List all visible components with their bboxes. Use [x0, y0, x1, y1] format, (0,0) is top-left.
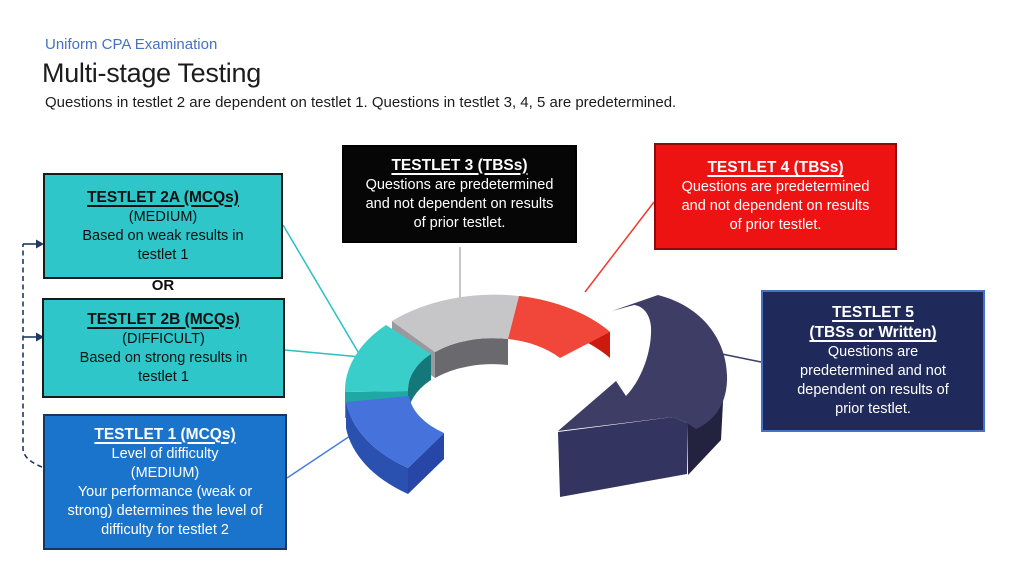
segment-testlet1-end-cap	[408, 433, 444, 494]
connector-testlet4	[584, 201, 655, 293]
testlet-2b-line: (DIFFICULT)	[122, 330, 205, 347]
testlet-2b-line: Based on strong results in	[79, 349, 248, 366]
testlet-1-line: difficulty for testlet 2	[101, 521, 229, 538]
testlet-5-title: (TBSs or Written)	[809, 324, 937, 341]
testlet-4-line: and not dependent on results	[681, 198, 870, 214]
segment-testlet4-top	[508, 296, 610, 358]
testlet-2b-title: TESTLET 2B (MCQs)	[87, 310, 240, 328]
arrow-testlet5-front-face	[558, 417, 687, 497]
testlet-3-line: and not dependent on results	[365, 195, 554, 212]
testlet-5-box: TESTLET 5 (TBSs or Written) Questions ar…	[761, 290, 985, 432]
segment-testlet2-top	[344, 325, 431, 392]
testlet-1-line: Your performance (weak or	[77, 483, 253, 500]
testlet-1-box: TESTLET 1 (MCQs) Level of difficulty (ME…	[43, 414, 287, 550]
segment-testlet2-inner-wall	[407, 354, 431, 417]
or-label: OR	[151, 277, 175, 294]
segment-testlet1-top	[346, 396, 444, 468]
testlet-5-line: dependent on results of	[797, 382, 949, 398]
testlet-4-line: of prior testlet.	[729, 217, 822, 233]
eyebrow-label: Uniform CPA Examination	[45, 36, 218, 53]
feedback-dashed-line	[22, 244, 43, 468]
testlet-3-box: TESTLET 3 (TBSs) Questions are predeterm…	[342, 145, 577, 243]
testlet-2b-box: TESTLET 2B (MCQs) (DIFFICULT) Based on s…	[42, 298, 285, 398]
segment-testlet3-inner-wall	[435, 338, 508, 378]
page-title: Multi-stage Testing	[42, 58, 261, 88]
arrow-testlet5-top-face	[558, 295, 728, 431]
testlet-5-line: predetermined and not	[800, 363, 946, 379]
segment-testlet1-outer-wall	[346, 402, 408, 494]
testlet-2a-line: Based on weak results in	[82, 227, 244, 244]
testlet-1-line: strong) determines the level of	[67, 502, 263, 519]
testlet-2a-box: TESTLET 2A (MCQs) (MEDIUM) Based on weak…	[43, 173, 283, 279]
connector-testlet2b	[284, 349, 362, 358]
testlet-2a-title: TESTLET 2A (MCQs)	[87, 188, 239, 206]
arrowhead-2b-icon	[36, 332, 44, 342]
testlet-5-line: Questions are	[827, 344, 919, 360]
arrowhead-2a-icon	[36, 239, 44, 249]
connector-testlet1	[286, 433, 354, 479]
page-subtitle: Questions in testlet 2 are dependent on …	[45, 94, 677, 111]
testlet-2a-line: testlet 1	[137, 246, 189, 263]
connector-testlet2a	[282, 224, 362, 358]
testlet-4-line: Questions are predetermined	[681, 179, 870, 195]
testlet-1-line: Level of difficulty	[111, 445, 219, 462]
testlet-1-line: (MEDIUM)	[130, 464, 200, 481]
testlet-4-box: TESTLET 4 (TBSs) Questions are predeterm…	[654, 143, 897, 250]
testlet-1-title: TESTLET 1 (MCQs)	[94, 425, 236, 443]
testlet-5-line: prior testlet.	[835, 401, 911, 417]
testlet-5-title: TESTLET 5	[832, 304, 914, 321]
testlet-3-line: of prior testlet.	[413, 214, 506, 231]
testlet-4-title: TESTLET 4 (TBSs)	[707, 159, 844, 176]
segment-testlet3-top	[392, 294, 519, 352]
testlet-2a-line: (MEDIUM)	[128, 208, 198, 225]
testlet-3-line: Questions are predetermined	[365, 176, 554, 193]
testlet-2b-line: testlet 1	[138, 368, 189, 385]
testlet-3-title: TESTLET 3 (TBSs)	[391, 156, 528, 174]
